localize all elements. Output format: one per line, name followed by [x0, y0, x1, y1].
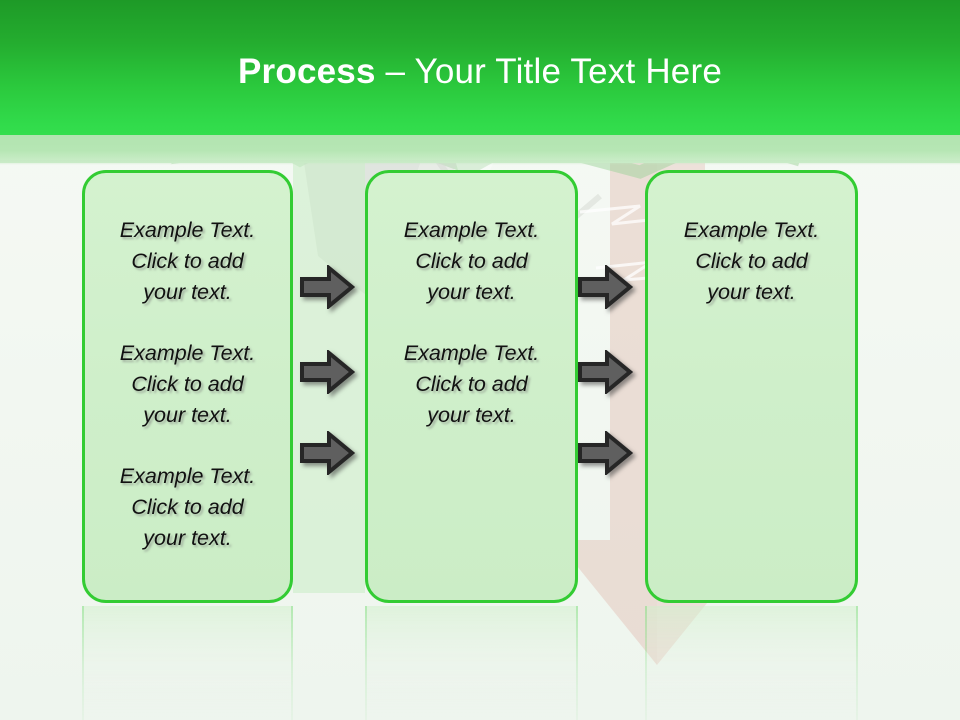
process-box-1-paragraph-3[interactable]: Example Text. Click to add your text. — [119, 464, 256, 550]
box-reflection-1 — [82, 606, 293, 720]
right-arrow-icon-2-3[interactable] — [577, 431, 633, 475]
right-arrow-icon-2-2[interactable] — [577, 350, 633, 394]
process-box-2-paragraph-1[interactable]: Example Text. Click to add your text. — [403, 218, 540, 304]
process-box-1-body: Example Text. Click to add your text. Ex… — [85, 173, 290, 554]
process-box-1-paragraph-2[interactable]: Example Text. Click to add your text. — [119, 341, 256, 427]
process-box-1[interactable]: Example Text. Click to add your text. Ex… — [82, 170, 293, 603]
box-reflection-2 — [365, 606, 578, 720]
process-box-2-paragraph-2[interactable]: Example Text. Click to add your text. — [403, 341, 540, 427]
process-box-2-body: Example Text. Click to add your text. Ex… — [368, 173, 575, 431]
process-box-2[interactable]: Example Text. Click to add your text. Ex… — [365, 170, 578, 603]
right-arrow-icon-2-1[interactable] — [577, 265, 633, 309]
process-box-1-paragraph-1[interactable]: Example Text. Click to add your text. — [119, 218, 256, 304]
process-box-3[interactable]: Example Text. Click to add your text. — [645, 170, 858, 603]
process-box-3-paragraph-1[interactable]: Example Text. Click to add your text. — [683, 218, 820, 304]
page-title-bold: Process — [238, 52, 376, 91]
right-arrow-icon-1-1[interactable] — [299, 265, 355, 309]
header-sub-band-shadow — [0, 160, 960, 165]
page-title-rest: – Your Title Text Here — [375, 52, 722, 91]
right-arrow-icon-1-2[interactable] — [299, 350, 355, 394]
header-sub-band — [0, 135, 960, 163]
header-banner — [0, 0, 960, 135]
page-title: Process – Your Title Text Here — [0, 50, 960, 94]
process-box-3-body: Example Text. Click to add your text. — [648, 173, 855, 308]
right-arrow-icon-1-3[interactable] — [299, 431, 355, 475]
box-reflection-3 — [645, 606, 858, 720]
